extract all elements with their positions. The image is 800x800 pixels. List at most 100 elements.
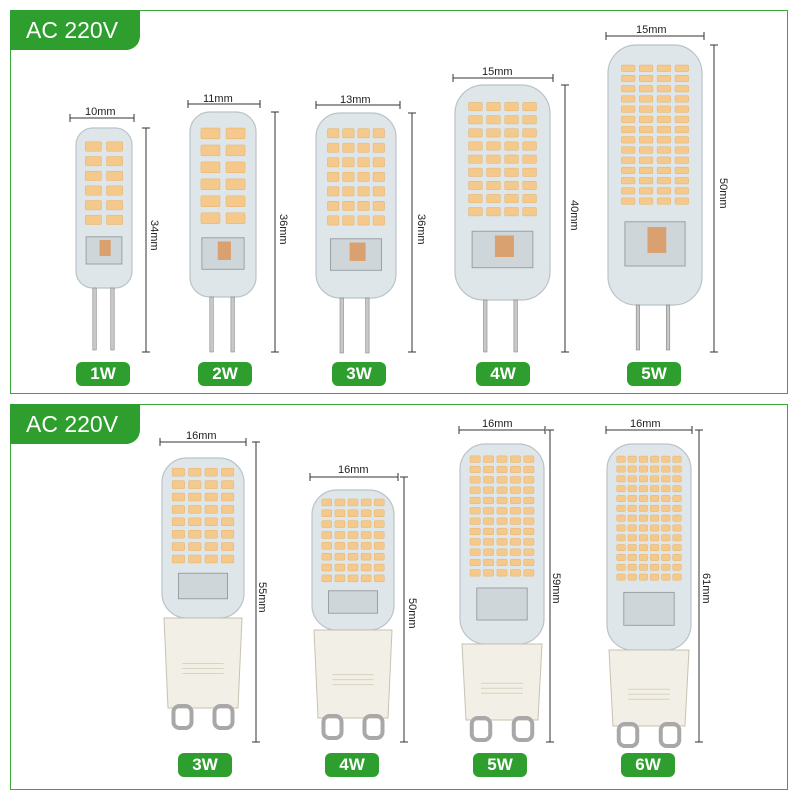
- bulb-g9-3w-led: [221, 530, 235, 539]
- bulb-g9-6w-led: [627, 524, 637, 532]
- bulb-g9-5w-pin-l: [469, 716, 493, 742]
- bulb-g9-6w-led: [661, 504, 671, 512]
- bulb-g4-5w-led: [656, 146, 671, 154]
- bulb-g4-4w-led: [468, 141, 483, 151]
- bulb-g9-3w-led: [171, 542, 185, 551]
- bulb-g9-4w-led: [347, 531, 359, 539]
- bulb-g9-6w-led: [627, 554, 637, 561]
- bulb-g9-6w-led: [616, 475, 626, 483]
- bulb-g4-5w-led: [639, 85, 654, 93]
- bulb-g9-5w-led: [469, 548, 481, 556]
- bulb-g9-4w-driver: [327, 590, 378, 614]
- bulb-g9-4w-led: [360, 509, 372, 517]
- bulb-g4-3w-led: [327, 128, 340, 139]
- bulb-g9-5w-led: [523, 548, 535, 556]
- bulb-g4-5w-led: [621, 85, 636, 93]
- bulb-g9-3w-led: [204, 505, 218, 514]
- bulb-g4-5w-led: [674, 85, 689, 93]
- bulb-g9-6w-led: [672, 455, 682, 463]
- bulb-g4-2w-pin-l: [209, 296, 214, 353]
- bulb-g9-6w-led: [627, 475, 637, 483]
- bulb-g4-5w-led: [639, 177, 654, 185]
- bulb-g9-3w-led: [188, 468, 202, 477]
- bulb-g4-5w-led: [621, 187, 636, 195]
- bulb-g9-5w-led: [523, 507, 535, 515]
- bulb-g9-5w-led: [523, 465, 535, 474]
- bulb-g9-4w-led: [374, 563, 385, 572]
- bulb-g4-5w-led: [621, 177, 636, 185]
- bulb-g9-6w-led: [616, 563, 626, 571]
- bulb-g9-3w-led: [171, 480, 185, 489]
- wattage-badge-g9-5w: 5W: [473, 753, 527, 777]
- bulb-g9-4w-led: [347, 563, 359, 572]
- bulb-g9-6w-led: [638, 485, 648, 493]
- bulb-g4-3w-led: [372, 201, 385, 211]
- bulb-g9-6w-led: [672, 554, 682, 561]
- bulb-g9-6w-led: [627, 465, 637, 473]
- bulb-g4-5w-led: [639, 75, 654, 82]
- bulb-g4-5w-led: [674, 146, 689, 154]
- bulb-g4-1w-led: [106, 141, 123, 152]
- bulb-g9-6w-led: [616, 504, 626, 512]
- bulb-g9-5w-led: [523, 455, 535, 463]
- bulb-g9-3w-led: [171, 554, 185, 564]
- bulb-g9-3w-led: [171, 517, 185, 526]
- bulb-g4-5w-led: [621, 105, 636, 113]
- bulb-g4-3w-led: [342, 171, 355, 182]
- bulb-g9-6w-led: [627, 544, 637, 551]
- bulb-g4-2w-chip: [217, 241, 231, 260]
- bulb-g9-6w-led: [672, 465, 682, 473]
- bulb-g9-4w-led: [360, 542, 372, 550]
- bulb-g4-2w-led: [225, 195, 246, 207]
- width-label-g9-6w: 16mm: [630, 418, 661, 430]
- bulb-g9-6w-led: [650, 544, 660, 551]
- bulb-g9-4w-led: [360, 520, 372, 528]
- width-label-g9-4w: 16mm: [338, 464, 369, 476]
- bulb-g9-6w-led: [661, 475, 671, 483]
- bulb-g4-1w-led: [106, 185, 123, 196]
- bulb-g9-6w-led: [672, 504, 682, 512]
- bulb-g9-6w-led: [650, 573, 660, 581]
- bulb-g4-1w-pin-l: [92, 287, 97, 351]
- bulb-g9-5w-led: [483, 476, 494, 484]
- bulb-g4-5w-led: [656, 105, 671, 113]
- bulb-g4-1w-chip: [99, 240, 111, 256]
- bulb-g9-6w-led: [638, 495, 648, 502]
- bulb-g4-4w-led: [486, 207, 501, 217]
- bulb-g9-5w-led: [523, 527, 535, 536]
- bulb-g4-5w-led: [656, 197, 671, 205]
- bulb-g9-6w-led: [672, 573, 682, 581]
- bulb-g4-4w-led: [522, 115, 537, 125]
- width-label-g9-3w: 16mm: [186, 430, 217, 442]
- bulb-g9-6w-led: [661, 544, 671, 551]
- bulb-g9-6w-led: [627, 563, 637, 571]
- bulb-g9-5w-base: [461, 643, 543, 721]
- bulb-g4-4w-led: [486, 115, 501, 125]
- bulb-g9-6w-led: [661, 534, 671, 542]
- bulb-g9-6w-led: [616, 514, 626, 522]
- bulb-g4-4w-led: [468, 181, 483, 190]
- bulb-g9-4w-led: [360, 574, 372, 583]
- bulb-g9-5w-led: [510, 558, 521, 567]
- height-label-g9-5w: 59mm: [550, 573, 562, 604]
- width-label-1w: 10mm: [85, 106, 116, 118]
- bulb-g9-5w-led: [523, 558, 535, 567]
- bulb-g9-4w-led: [347, 498, 359, 507]
- bulb-g9-6w-led: [627, 514, 637, 522]
- bulb-g4-5w-led: [656, 177, 671, 185]
- bulb-g9-4w-led: [347, 509, 359, 517]
- bulb-g9-4w-led: [321, 531, 332, 539]
- bulb-g9-3w-led: [188, 530, 202, 539]
- bulb-g9-6w-led: [616, 455, 626, 463]
- bulb-g9-3w-led: [204, 492, 218, 502]
- bulb-g9-4w-led: [374, 509, 385, 517]
- bulb-g9-3w-led: [188, 492, 202, 502]
- bulb-g9-4w-led: [321, 542, 332, 550]
- bulb-g9-4w-led: [360, 531, 372, 539]
- bulb-g4-5w-led: [621, 95, 636, 103]
- bulb-g9-5w-led: [496, 496, 508, 505]
- bulb-g9-5w-led: [483, 486, 494, 494]
- bulb-g9-5w-led: [483, 496, 494, 505]
- bulb-g4-4w-led: [468, 115, 483, 125]
- bulb-g9-3w-led: [221, 492, 235, 502]
